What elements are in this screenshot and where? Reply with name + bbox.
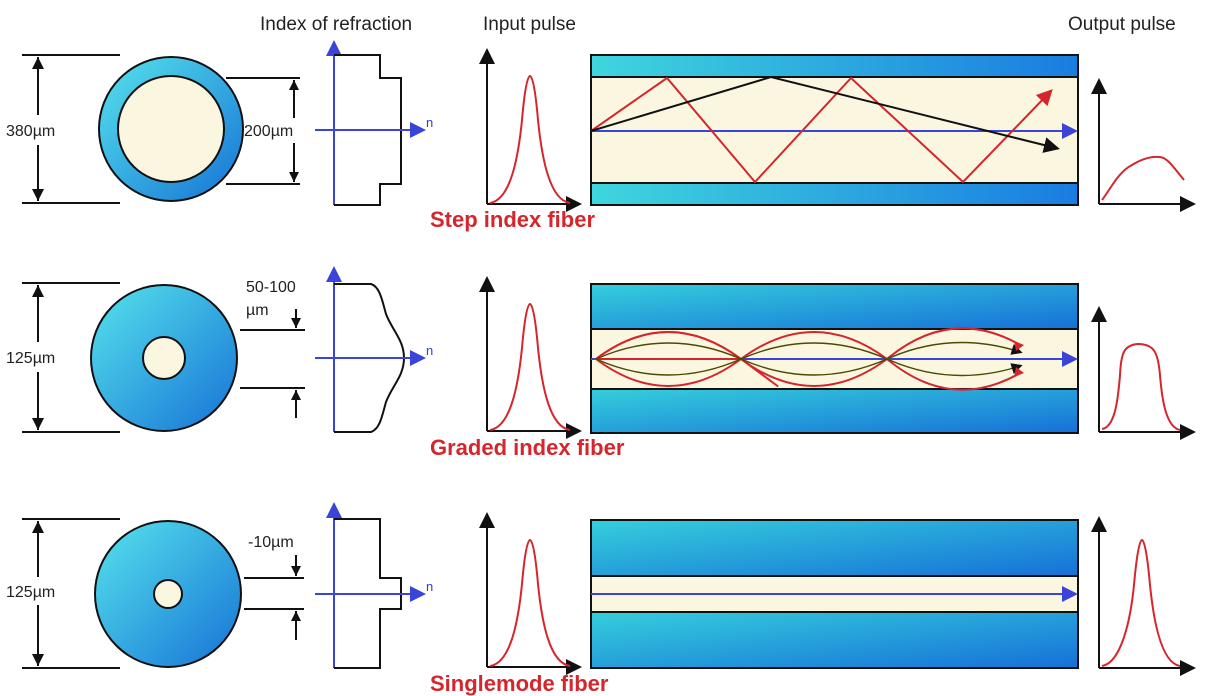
header-output-pulse: Output pulse [1068,14,1176,35]
arrowhead-icon [289,80,299,90]
ray-inner-lower [595,342,1023,377]
arrowhead-icon [32,189,44,201]
header-index-of-refraction: Index of refraction [260,14,412,35]
arrowhead-icon [291,566,301,576]
core-diameter-label: 200µm [244,123,293,140]
arrowhead-icon [291,390,301,400]
arrowhead-icon [32,57,44,69]
core-diameter-label: -10µm [248,534,294,551]
fiber-title-graded-index: Graded index fiber [430,435,625,460]
axis-n-label: n [426,115,433,130]
arrowhead-icon [32,654,44,666]
outer-diameter-label: 125µm [6,350,55,367]
arrowhead-icon [291,611,301,621]
ray-inner-upper [595,341,1023,376]
steep-ray [590,75,1060,153]
arrowhead-icon [32,285,44,297]
header-input-pulse: Input pulse [483,14,576,35]
fiber-cladding-bottom [591,183,1078,205]
output-pulse-curve [1101,538,1181,667]
fiber-title-step-index: Step index fiber [430,207,595,232]
ray-loop-1 [595,331,742,387]
output-pulse-curve [1101,342,1181,431]
arrowhead-icon [289,172,299,182]
outer-diameter-label: 125µm [6,584,55,601]
row-singlemode: 125µm -10µm n Singlemode fiber [6,502,1196,696]
ray-loop-2 [740,331,888,387]
input-pulse-curve [489,302,571,431]
ray-loop-3 [886,327,1023,391]
arrowhead-icon [32,418,44,430]
core-circle [142,336,186,380]
input-pulse-curve [489,538,571,667]
fiber-cladding-top [591,284,1078,329]
input-pulse-curve [489,74,571,204]
row-graded-index: 125µm 50-100 µm n [6,266,1196,460]
core-circle [117,75,225,183]
core-diameter-label-line1: 50-100 [246,279,296,296]
arrowhead-icon [1014,367,1024,377]
fiber-title-singlemode: Singlemode fiber [430,671,609,696]
arrowhead-icon [291,318,301,328]
core-circle [153,579,183,609]
core-diameter-label-line2: µm [246,302,269,319]
axis-n-label: n [426,579,433,594]
zigzag-ray [590,76,1053,184]
axis-n-label: n [426,343,433,358]
fiber-cladding-top [591,520,1078,576]
fiber-cladding-top [591,55,1078,77]
row-step-index: 380µm 200µm n Step in [6,40,1196,232]
fiber-cladding-bottom [591,612,1078,668]
output-pulse-curve [1101,155,1185,201]
outer-diameter-label: 380µm [6,123,55,140]
fiber-cladding-bottom [591,389,1078,433]
arrowhead-icon [1014,341,1024,351]
arrowhead-icon [32,521,44,533]
graded-rays [592,327,1024,391]
